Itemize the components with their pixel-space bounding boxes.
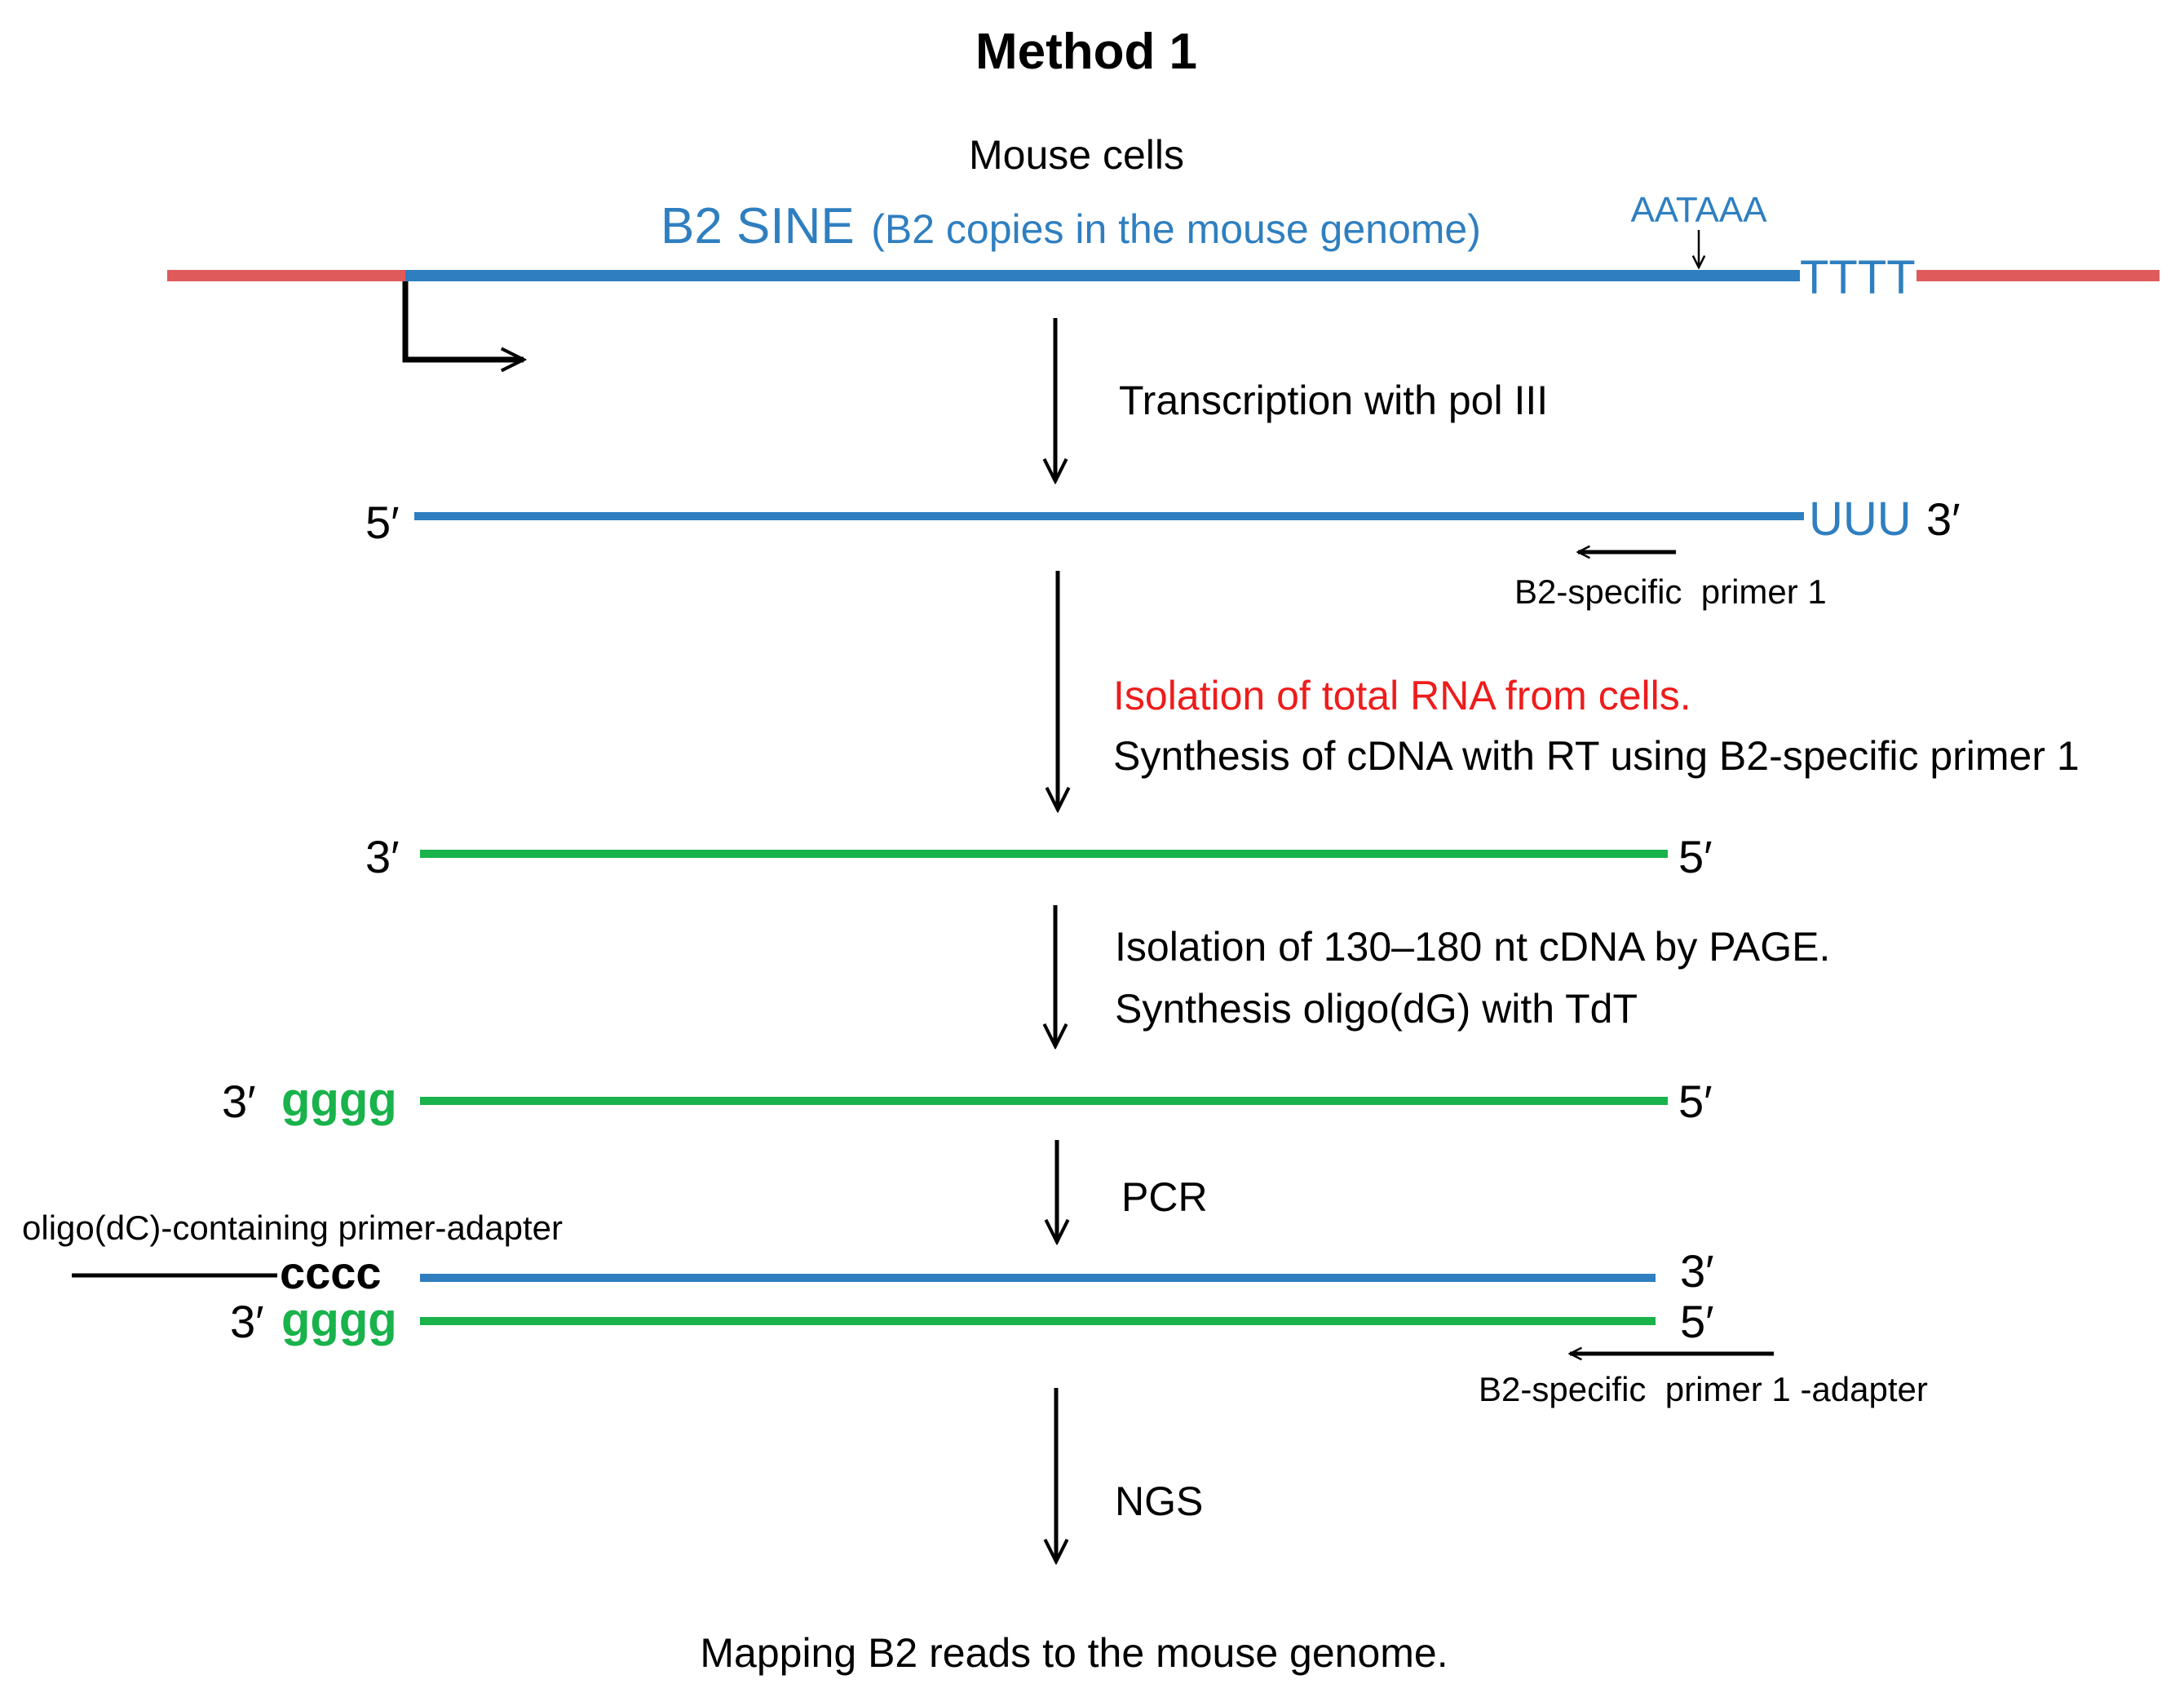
poly-t-tail: TTTT bbox=[1800, 251, 1916, 304]
polyadenylation-signal-label: AATAAA bbox=[1630, 190, 1767, 230]
primer-1-label: B2-specific primer 1 bbox=[1514, 572, 1827, 611]
step-3-text: Isolation of 130–180 nt cDNA by PAGE. Sy… bbox=[1115, 924, 1841, 1032]
pcr-bottom-left-end: 3′ bbox=[230, 1296, 264, 1347]
gene-note: (B2 copies in the mouse genome) bbox=[871, 206, 1481, 252]
step-4-text: PCR bbox=[1121, 1174, 1208, 1220]
adapter-primer-label: oligo(dC)-containing primer-adapter bbox=[22, 1209, 563, 1247]
gene-label: B2 SINE (B2 copies in the mouse genome) bbox=[661, 198, 1481, 254]
rna-left-end: 5′ bbox=[365, 497, 400, 548]
step-1-text: Transcription with pol III bbox=[1119, 378, 1548, 423]
pcr-top-right-end: 3′ bbox=[1680, 1245, 1714, 1297]
step-2-highlight: Isolation of total RNA from cells. bbox=[1113, 673, 1691, 718]
cells-label: Mouse cells bbox=[969, 132, 1184, 178]
pcr-bottom-oligo-dg-tail: gggg bbox=[281, 1293, 397, 1346]
tailed-cdna-right-end: 5′ bbox=[1678, 1076, 1713, 1127]
result-text: Mapping B2 reads to the mouse genome. bbox=[700, 1630, 1448, 1676]
diagram-title: Method 1 bbox=[975, 24, 1197, 80]
primer-1-adapter-label: B2-specific primer 1 -adapter bbox=[1479, 1370, 1928, 1408]
oligo-dc-tail: cccc bbox=[280, 1247, 382, 1298]
rna-poly-u-tail: UUU bbox=[1809, 493, 1912, 546]
gene-name: B2 SINE bbox=[661, 198, 855, 254]
cdna-left-end: 3′ bbox=[365, 831, 400, 882]
step-2-text: Isolation of total RNA from cells. Synth… bbox=[1113, 673, 2080, 779]
tailed-cdna-left-end: 3′ bbox=[222, 1076, 256, 1127]
pcr-bottom-right-end: 5′ bbox=[1680, 1296, 1714, 1347]
cdna-right-end: 5′ bbox=[1678, 831, 1713, 882]
rna-right-end: 3′ bbox=[1926, 493, 1961, 545]
tailed-cdna-oligo-dg-tail: gggg bbox=[281, 1073, 397, 1126]
step-5-text: NGS bbox=[1115, 1478, 1203, 1524]
transcription-start-arrow-icon bbox=[402, 281, 524, 360]
